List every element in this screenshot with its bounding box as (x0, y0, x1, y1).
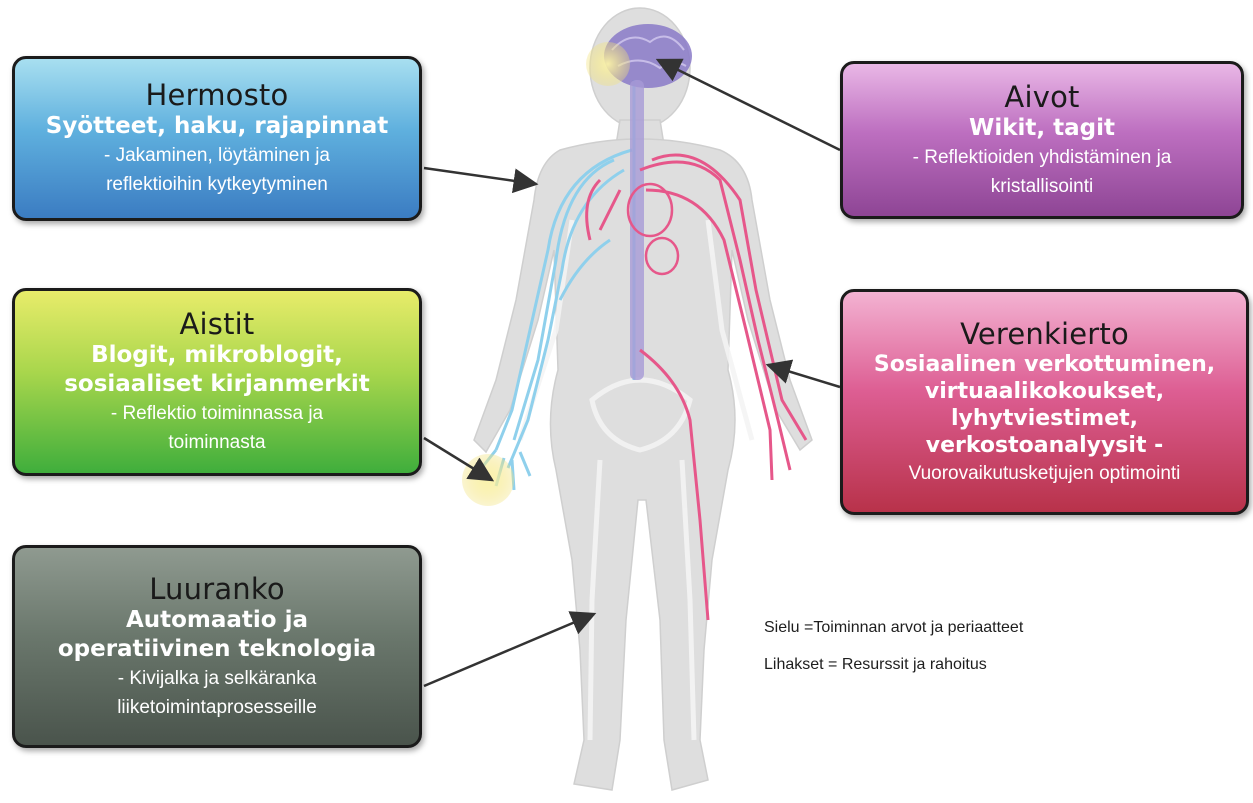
aivot-box: Aivot Wikit, tagit - Reflektioiden yhdis… (840, 61, 1244, 219)
aistit-box: Aistit Blogit, mikroblogit, sosiaaliset … (12, 288, 422, 476)
aistit-desc-1: - Reflektio toiminnassa ja (110, 403, 324, 424)
aistit-bold-1: Blogit, mikroblogit, (91, 342, 343, 368)
aivot-title: Aivot (1004, 79, 1080, 114)
hermosto-desc-2: reflektioihin kytkeytyminen (106, 174, 328, 195)
connector-arrows (423, 58, 841, 688)
luuranko-bold-2: operatiivinen teknologia (57, 635, 377, 662)
note-lihakset: Lihakset = Resurssit ja rahoitus (764, 656, 987, 673)
verenkierto-box: Verenkierto Sosiaalinen verkottuminen, v… (840, 289, 1249, 515)
note-sielu: Sielu =Toiminnan arvot ja periaatteet (764, 619, 1024, 636)
verenkierto-desc-1: Vuorovaikutusketjujen optimointi (908, 462, 1181, 484)
hermosto-bold: Syötteet, haku, rajapinnat (45, 113, 389, 139)
verenkierto-bold-4: verkostoanalyysit - (925, 432, 1164, 458)
verenkierto-title: Verenkierto (960, 316, 1129, 351)
aistit-desc-2: toiminnasta (168, 432, 266, 453)
hermosto-desc-1: - Jakaminen, löytäminen ja (104, 145, 330, 166)
aivot-bold: Wikit, tagit (968, 114, 1116, 141)
aistit-title: Aistit (179, 307, 255, 341)
hermosto-title: Hermosto (145, 78, 289, 112)
aivot-desc-1: - Reflektioiden yhdistäminen ja (912, 146, 1172, 168)
hermosto-box: Hermosto Syötteet, haku, rajapinnat - Ja… (12, 56, 422, 221)
verenkierto-bold-2: virtuaalikokoukset, (924, 378, 1165, 404)
luuranko-desc-1: - Kivijalka ja selkäranka (117, 667, 317, 689)
luuranko-bold-1: Automaatio ja (125, 606, 309, 633)
verenkierto-bold-3: lyhytviestimet, (950, 405, 1139, 431)
head-highlight (586, 42, 630, 86)
aivot-desc-2: kristallisointi (990, 175, 1094, 197)
verenkierto-bold-1: Sosiaalinen verkottuminen, (873, 351, 1216, 377)
circulatory-system (585, 153, 808, 621)
aistit-bold-2: sosiaaliset kirjanmerkit (64, 371, 370, 397)
hand-highlight (462, 454, 514, 506)
luuranko-desc-2: liiketoimintaprosesseille (117, 696, 317, 718)
luuranko-box: Luuranko Automaatio ja operatiivinen tek… (12, 545, 422, 748)
luuranko-title: Luuranko (149, 571, 285, 606)
